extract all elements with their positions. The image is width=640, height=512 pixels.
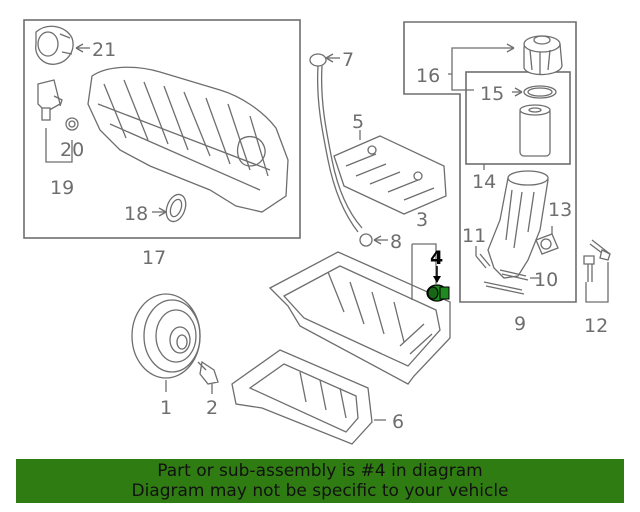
banner-line-2: Diagram may not be specific to your vehi… — [131, 481, 509, 501]
leader-3 — [411, 243, 437, 300]
label-19: 19 — [50, 177, 74, 199]
filter-housing-9-part[interactable] — [487, 170, 549, 279]
leader-16 — [448, 47, 514, 91]
label-13: 13 — [548, 199, 572, 221]
label-9: 9 — [514, 313, 526, 335]
label-1: 1 — [160, 397, 172, 419]
label-16: 16 — [416, 65, 440, 87]
arrow-18 — [158, 207, 167, 217]
dipstick-part[interactable] — [309, 53, 363, 233]
label-17: 17 — [142, 247, 166, 269]
baffle-5-part[interactable] — [333, 135, 447, 215]
leader-19-20 — [45, 128, 73, 163]
filter-cap-16-part[interactable] — [523, 35, 563, 76]
intake-group-box — [23, 19, 301, 239]
filter-subbox — [465, 71, 571, 165]
lower-oil-pan-part[interactable] — [231, 349, 373, 445]
label-5: 5 — [352, 111, 364, 133]
arrow-4 — [433, 276, 441, 283]
filter-element-14-part[interactable] — [519, 104, 551, 157]
label-8: 8 — [390, 231, 402, 253]
arrow-8 — [373, 235, 382, 245]
arrow-7 — [325, 53, 334, 63]
intake-manifold-part[interactable] — [87, 66, 289, 213]
map-sensor-part[interactable] — [37, 79, 63, 121]
label-12: 12 — [584, 315, 608, 337]
label-20: 20 — [60, 139, 84, 161]
gasket-10-part[interactable] — [483, 269, 529, 295]
seal-8-part[interactable] — [359, 233, 373, 247]
arrow-15 — [514, 87, 523, 97]
label-11: 11 — [462, 225, 486, 247]
o-ring-20-part[interactable] — [65, 117, 79, 131]
parts-diagram: 21 20 19 18 17 7 5 8 3 4 1 2 6 16 15 14 … — [23, 19, 611, 445]
label-4: 4 — [430, 247, 443, 269]
gasket-11-part[interactable] — [475, 253, 491, 269]
label-18: 18 — [124, 203, 148, 225]
label-15: 15 — [480, 83, 504, 105]
label-3: 3 — [416, 209, 428, 231]
pulley-bolt-part[interactable] — [197, 360, 219, 385]
throttle-body-part[interactable] — [35, 25, 74, 65]
upper-oil-pan-part[interactable] — [268, 251, 451, 385]
leader-12 — [585, 262, 609, 303]
label-6: 6 — [392, 411, 404, 433]
arrow-16 — [506, 43, 515, 53]
label-21: 21 — [92, 39, 116, 61]
arrow-21 — [75, 43, 84, 53]
label-14: 14 — [472, 171, 496, 193]
drain-plug-4-part[interactable] — [426, 284, 450, 302]
oil-sensor-13-part[interactable] — [535, 233, 559, 255]
label-10: 10 — [534, 269, 558, 291]
filter-group-box — [403, 21, 577, 303]
banner-line-1: Part or sub-assembly is #4 in diagram — [157, 461, 483, 481]
label-2: 2 — [206, 397, 218, 419]
info-banner: Part or sub-assembly is #4 in diagram Di… — [16, 459, 624, 503]
crank-pulley-part[interactable] — [131, 293, 201, 379]
gasket-18-part[interactable] — [163, 192, 189, 224]
label-7: 7 — [342, 49, 354, 71]
bolts-12-part[interactable] — [583, 239, 611, 282]
